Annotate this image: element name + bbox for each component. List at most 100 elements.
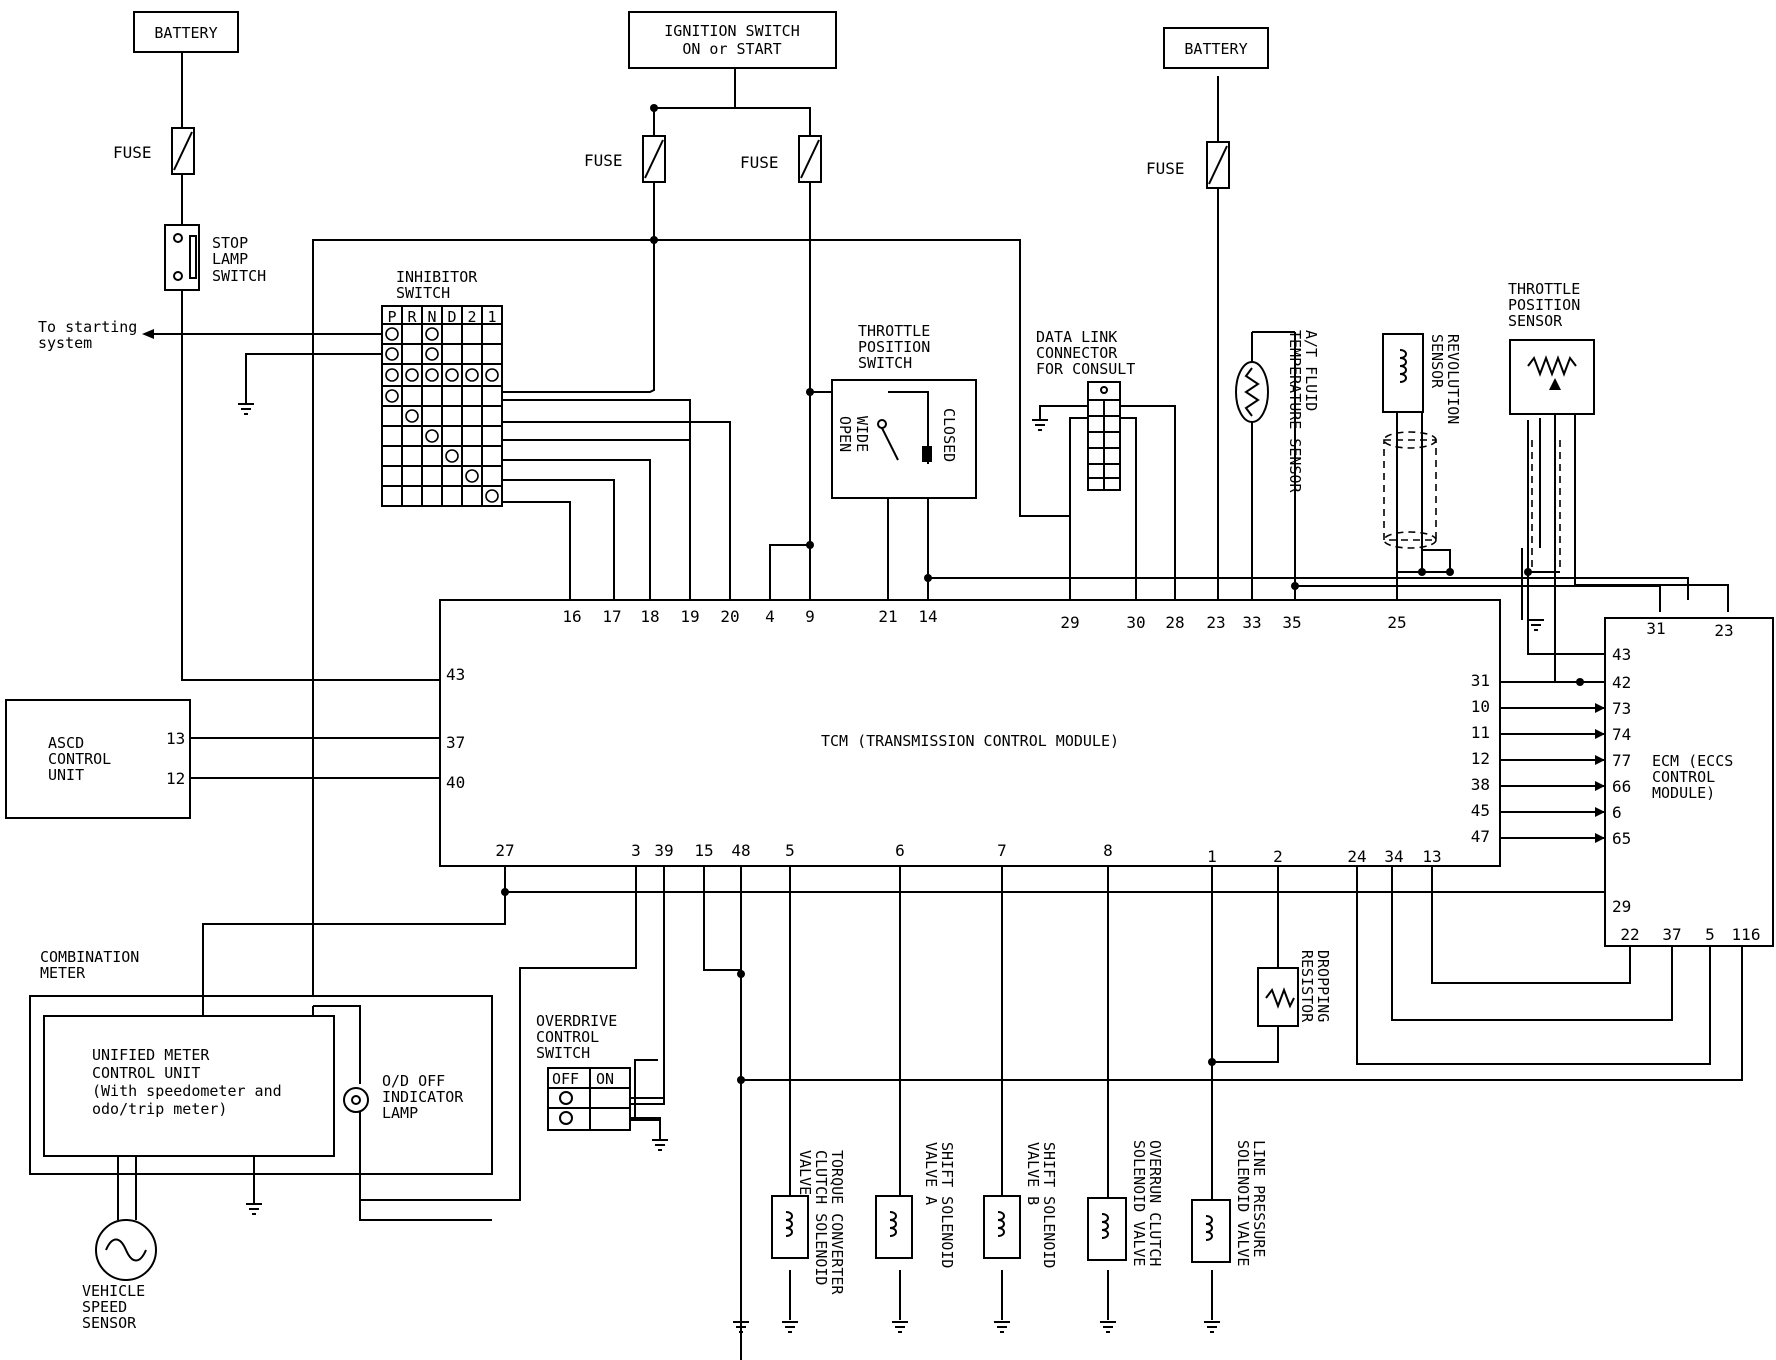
ecm-pin-77: 77 <box>1612 751 1631 770</box>
ecm-pin-42: 42 <box>1612 673 1631 692</box>
od-state-on: ON <box>596 1070 614 1088</box>
tcm-pin-7: 7 <box>997 841 1007 860</box>
ecm-pin-116: 116 <box>1732 925 1761 944</box>
closed-label: CLOSED <box>940 408 958 462</box>
ecm-pin-6: 6 <box>1612 803 1622 822</box>
stop-lamp-label-2: LAMP <box>212 250 248 268</box>
ecm-pin-29: 29 <box>1612 897 1631 916</box>
inhibitor-pos-p: P <box>387 308 396 326</box>
overrun-label-1: OVERRUN CLUTCH <box>1146 1140 1164 1266</box>
inhibitor-label-2: SWITCH <box>396 284 450 302</box>
tcm-pin-12: 12 <box>1471 749 1490 768</box>
solenoid-shift-b <box>983 1195 1021 1259</box>
inhibitor-switch-grid <box>381 305 503 507</box>
inhibitor-pos-n: N <box>427 308 436 326</box>
atf-label-1: A/T FLUID <box>1302 330 1320 411</box>
ground-icon <box>652 1139 668 1151</box>
tps-switch-label-2: POSITION <box>858 338 930 356</box>
tcm-pin-5: 5 <box>785 841 795 860</box>
unified-meter-control-unit <box>43 1015 335 1157</box>
tcm-pin-2: 2 <box>1273 847 1283 866</box>
stop-lamp-label-1: STOP <box>212 234 248 252</box>
od-state-off: OFF <box>552 1070 579 1088</box>
tps-sensor-label-3: SENSOR <box>1508 312 1563 330</box>
inhibitor-pos-2: 2 <box>467 308 476 326</box>
inhibitor-pos-1: 1 <box>487 308 496 326</box>
tcm-pin-23: 23 <box>1206 613 1225 632</box>
od-lamp-label-3: LAMP <box>382 1104 418 1122</box>
ecm-pin-5: 5 <box>1705 925 1715 944</box>
solenoid-line-pressure <box>1191 1199 1231 1263</box>
to-starting-label-2: system <box>38 334 92 352</box>
junction-dots <box>309 104 1584 1084</box>
fuse-label-2: FUSE <box>584 151 623 170</box>
battery-right <box>1163 27 1269 69</box>
ecm-label-1: ECM (ECCS <box>1652 752 1733 770</box>
ecm-label-2: CONTROL <box>1652 768 1715 786</box>
tcm-pin-47: 47 <box>1471 827 1490 846</box>
ascd-label-1: ASCD <box>48 734 84 752</box>
inhibitor-pos-d: D <box>447 308 456 326</box>
tcm-pin-21: 21 <box>878 607 897 626</box>
stop-lamp-label-3: SWITCH <box>212 267 266 285</box>
data-link-label-1: DATA LINK <box>1036 328 1117 346</box>
tps-switch-label-3: SWITCH <box>858 354 912 372</box>
tcm-pin-6: 6 <box>895 841 905 860</box>
ecm-pin-66: 66 <box>1612 777 1631 796</box>
vehicle-speed-sensor-icon <box>95 1219 157 1281</box>
od-switch-label-3: SWITCH <box>536 1044 590 1062</box>
vss-label-1: VEHICLE <box>82 1282 145 1300</box>
ignition-label-2: ON or START <box>682 40 781 58</box>
ecm-pin-73: 73 <box>1612 699 1631 718</box>
tcc-label-3: VALVE <box>796 1150 814 1195</box>
tcm-pin-45: 45 <box>1471 801 1490 820</box>
stop-lamp-switch <box>164 224 200 291</box>
ecm-label-3: MODULE) <box>1652 784 1715 802</box>
tcm-pin-15: 15 <box>694 841 713 860</box>
ecm-pin-22: 22 <box>1620 925 1639 944</box>
tcm-pin-9: 9 <box>805 607 815 626</box>
tcm-pin-20: 20 <box>720 607 739 626</box>
tcm-pin-28: 28 <box>1165 613 1184 632</box>
ignition-switch <box>628 11 837 69</box>
fuse-label-3: FUSE <box>740 153 779 172</box>
revolution-label-1: REVOLUTION <box>1444 334 1462 424</box>
od-switch-label-1: OVERDRIVE <box>536 1012 617 1030</box>
vss-label-2: SPEED <box>82 1298 127 1316</box>
shift-b-label-1: SHIFT SOLENOID <box>1040 1142 1058 1268</box>
tcm-pin-13: 13 <box>1422 847 1441 866</box>
ascd-control-unit <box>5 699 191 819</box>
tps-sensor-label-2: POSITION <box>1508 296 1580 314</box>
od-lamp-label-1: O/D OFF <box>382 1072 445 1090</box>
tcm-pin-8: 8 <box>1103 841 1113 860</box>
od-lamp-label-2: INDICATOR <box>382 1088 464 1106</box>
tcm-pin-19: 19 <box>680 607 699 626</box>
combination-meter-label-2: METER <box>40 964 86 982</box>
tcm-pin-29: 29 <box>1060 613 1079 632</box>
ignition-label-1: IGNITION SWITCH <box>664 22 799 40</box>
ecm-pin-43: 43 <box>1612 645 1631 664</box>
combination-meter-label-1: COMBINATION <box>40 948 139 966</box>
revolution-label-2: SENSOR <box>1428 334 1446 389</box>
ecm-module <box>1604 617 1774 947</box>
tcm-label: TCM (TRANSMISSION CONTROL MODULE) <box>821 732 1119 750</box>
dropping-label-2: RESISTOR <box>1298 950 1316 1023</box>
battery-left-label: BATTERY <box>154 24 217 42</box>
ascd-label-3: UNIT <box>48 766 84 784</box>
line-pressure-label-2: SOLENOID VALVE <box>1234 1140 1252 1266</box>
tcm-pin-30: 30 <box>1126 613 1145 632</box>
tcm-pin-18: 18 <box>640 607 659 626</box>
tcm-pin-43: 43 <box>446 665 465 684</box>
arrow-icon <box>1595 703 1605 843</box>
tcm-pin-40: 40 <box>446 773 465 792</box>
od-off-lamp-icon <box>343 1087 369 1113</box>
vss-label-3: SENSOR <box>82 1314 137 1332</box>
tcm-pin-11: 11 <box>1471 723 1490 742</box>
ecm-pin-31: 31 <box>1646 619 1665 638</box>
revolution-sensor <box>1382 333 1437 549</box>
open-label: OPEN <box>836 416 854 452</box>
solenoid-overrun-clutch <box>1087 1197 1127 1261</box>
tcm-pin-35: 35 <box>1282 613 1301 632</box>
unified-meter-label-1: UNIFIED METER <box>92 1046 210 1064</box>
fuse-icon <box>642 135 666 183</box>
